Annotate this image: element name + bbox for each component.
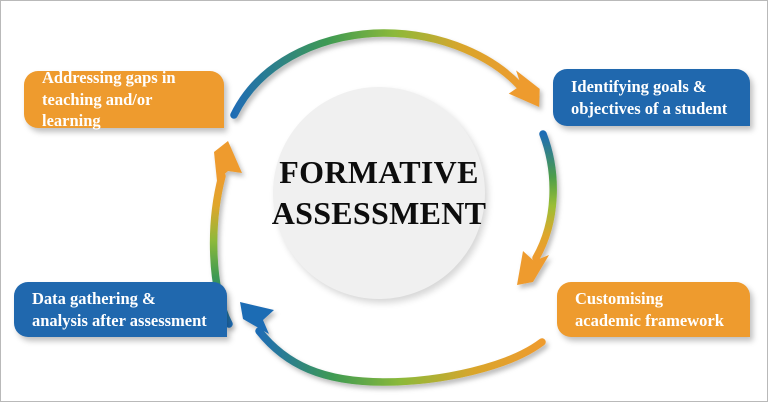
step-label-data-gathering[interactable]: Data gathering & analysis after assessme… — [14, 282, 227, 337]
arrow-bottom — [240, 302, 546, 386]
step-label-identifying-goals[interactable]: Identifying goals & objectives of a stud… — [553, 69, 750, 126]
arrow-top — [230, 29, 540, 119]
arrow-right — [517, 130, 557, 285]
center-circle: FORMATIVE ASSESSMENT — [271, 87, 487, 299]
page-title: FORMATIVE ASSESSMENT — [271, 154, 487, 231]
step-label-customising-framework[interactable]: Customising academic framework — [557, 282, 750, 337]
step-label-text: Customising academic framework — [575, 288, 724, 330]
step-label-addressing-gaps[interactable]: Addressing gaps in teaching and/or learn… — [24, 68, 224, 130]
step-label-text: Data gathering & analysis after assessme… — [32, 288, 207, 330]
step-label-text: Identifying goals & objectives of a stud… — [571, 76, 728, 118]
step-label-text: Addressing gaps in teaching and/or learn… — [42, 67, 176, 131]
